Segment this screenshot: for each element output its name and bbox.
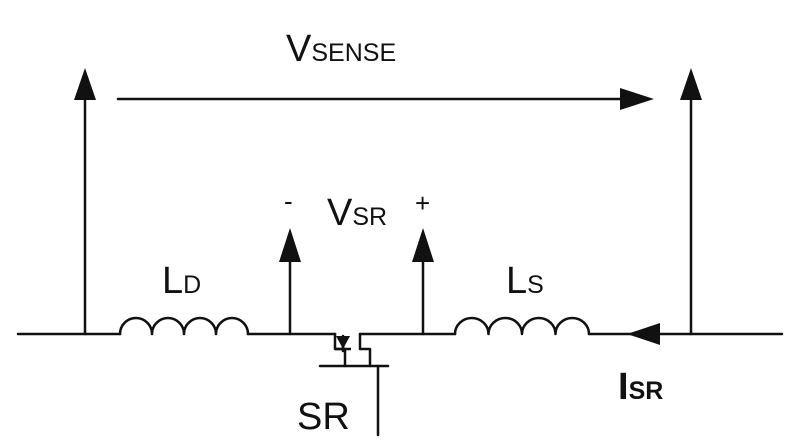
vsr-minus-sign: - (284, 186, 293, 216)
inductor-ld-coil (118, 316, 250, 336)
isr-sub: SR (628, 377, 664, 405)
vsense-label: VSENSE (286, 30, 396, 68)
inductor-ls-coil (453, 316, 591, 336)
vsense-main: V (286, 28, 312, 70)
ls-main: L (506, 260, 528, 302)
ls-sub: S (527, 271, 544, 299)
body-diode-triangle (336, 336, 350, 349)
vsr-label: VSR (327, 194, 387, 232)
sr-label: SR (297, 396, 350, 438)
isr-main: I (618, 366, 629, 408)
probe-right-arrowhead (680, 68, 702, 100)
isr-arrowhead (627, 323, 660, 345)
isr-label: ISR (618, 368, 663, 406)
vsr-main: V (327, 192, 353, 234)
vsense-sub: SENSE (311, 39, 397, 67)
vsr-minus-arrowhead (279, 228, 301, 262)
vsense-arrowhead (620, 88, 654, 110)
vsr-sub: SR (352, 203, 388, 231)
ls-label: LS (506, 262, 544, 300)
ld-main: L (162, 260, 184, 302)
vsr-plus-sign: + (415, 188, 431, 218)
probe-left-arrowhead (74, 68, 96, 100)
ld-sub: D (183, 271, 202, 299)
vsr-plus-arrowhead (412, 228, 434, 262)
ld-label: LD (162, 262, 201, 300)
